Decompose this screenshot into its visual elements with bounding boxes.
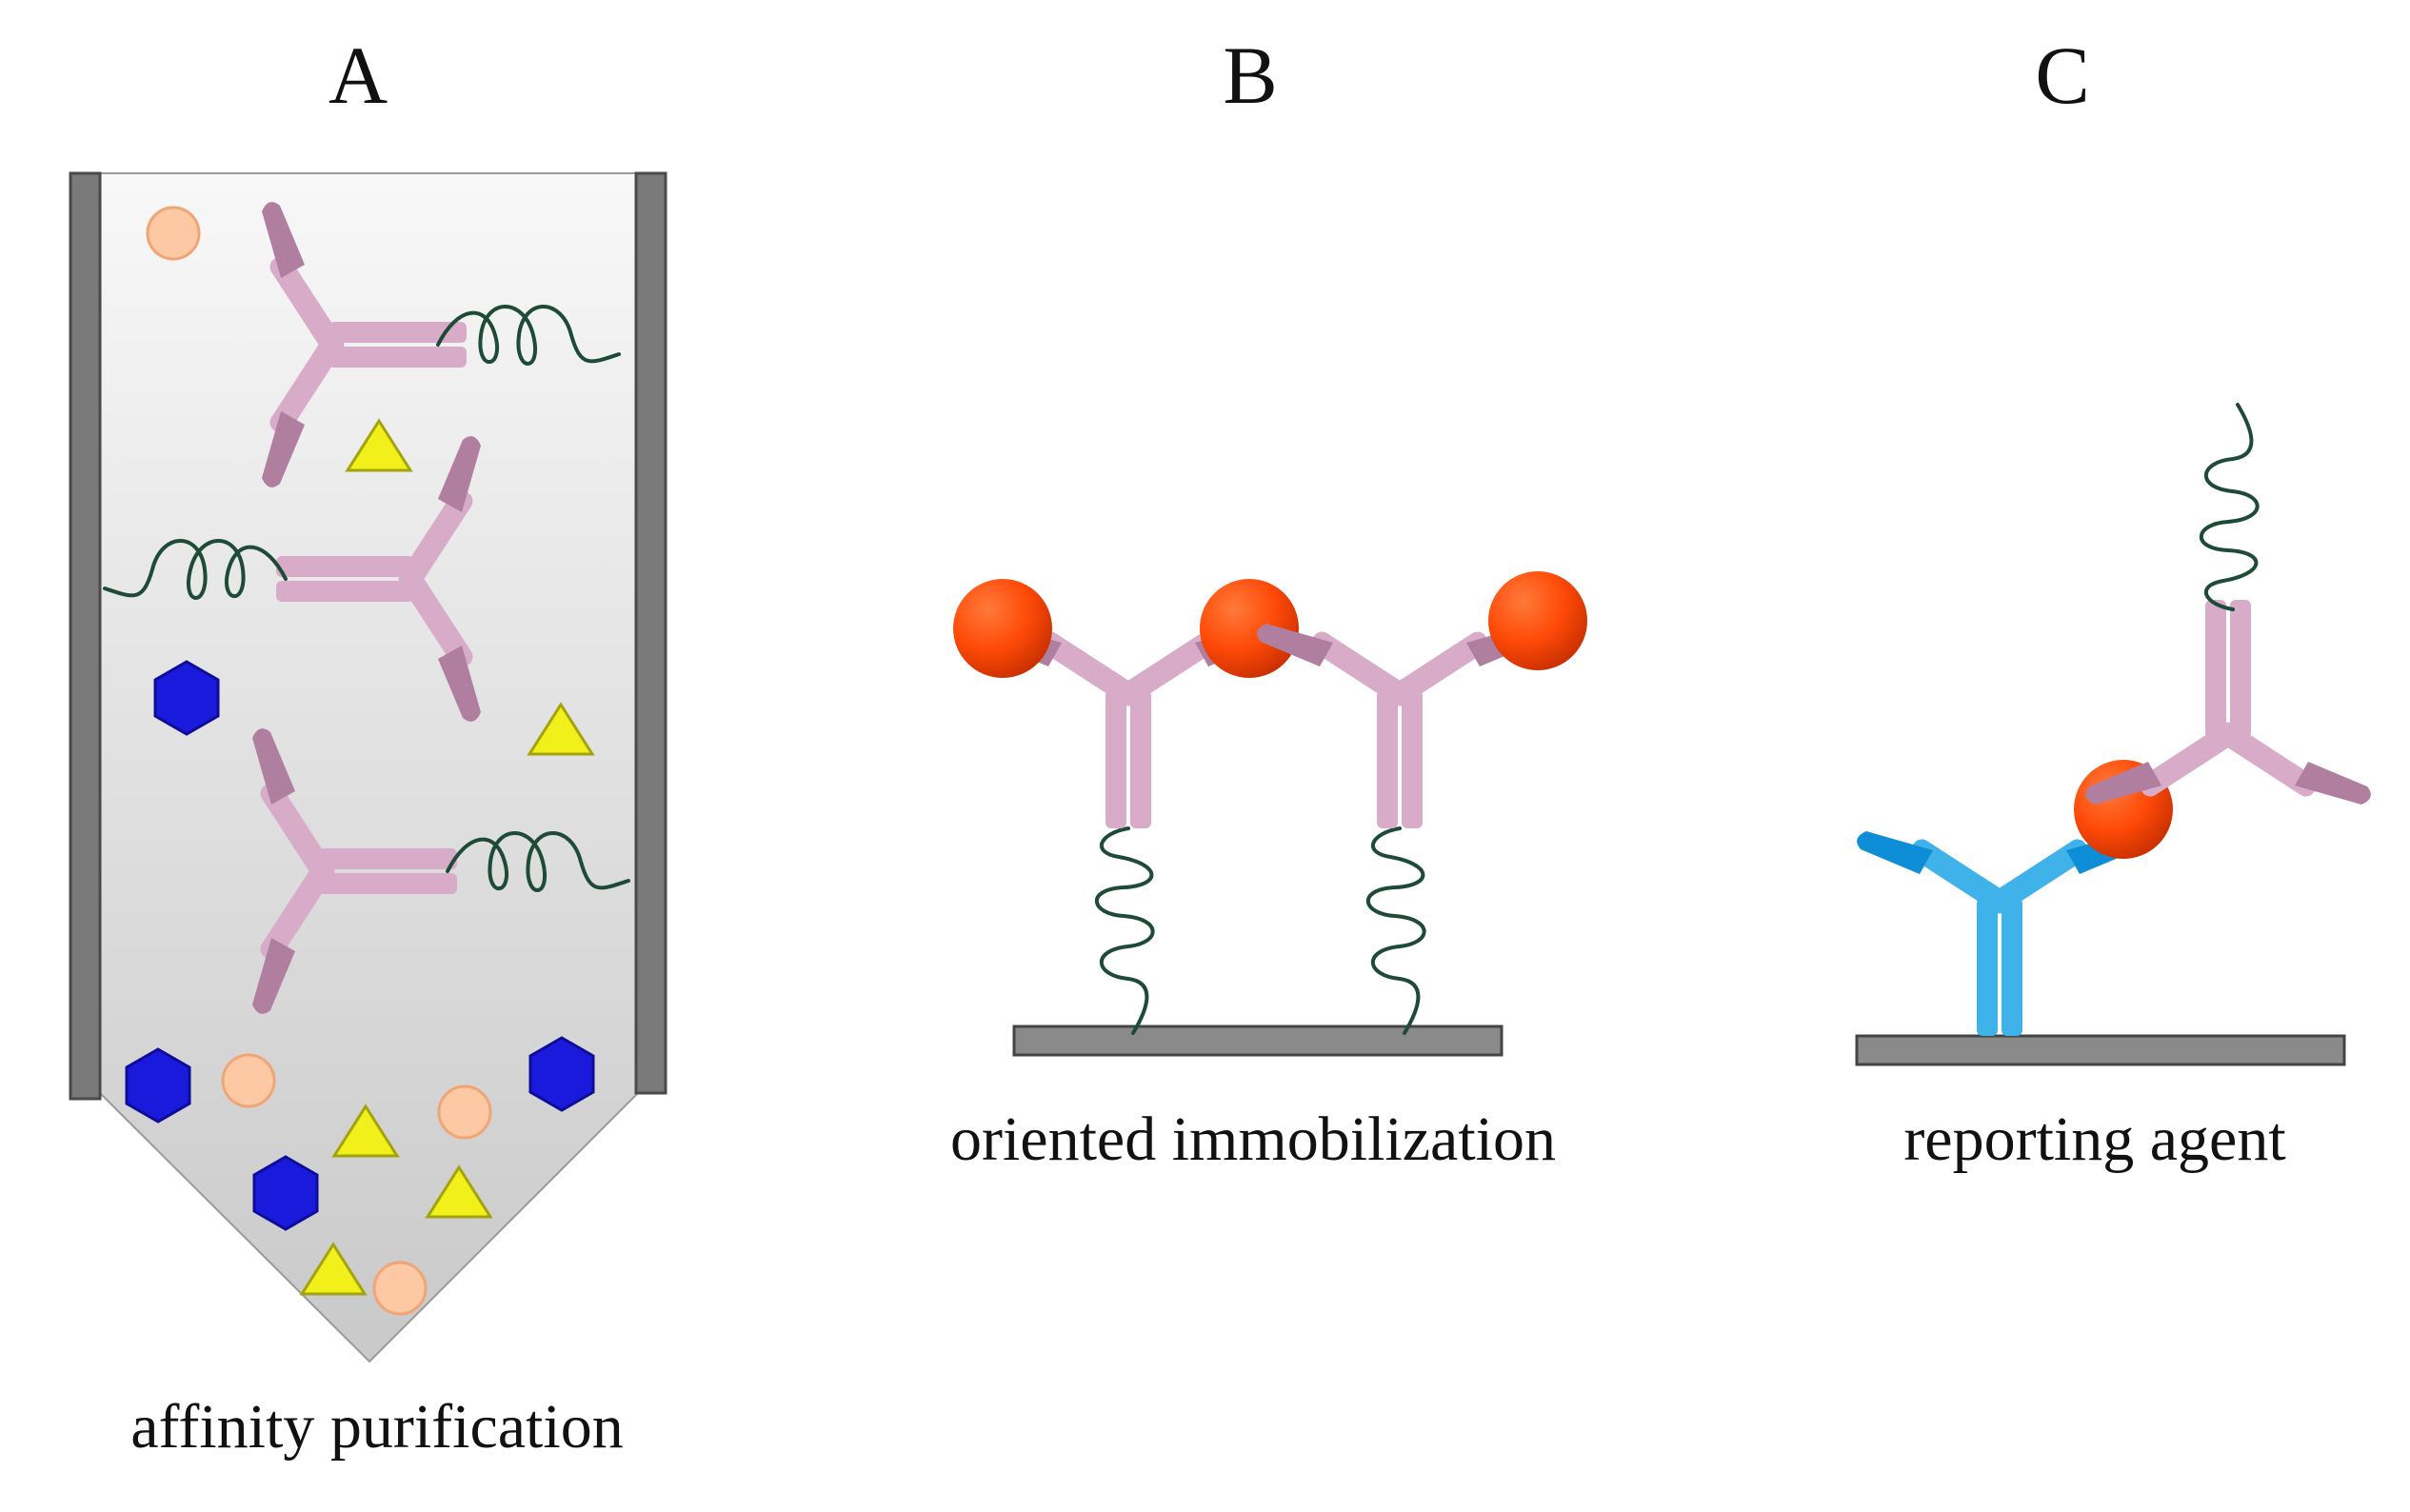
target-sphere-icon: [1200, 579, 1299, 678]
antibody-icon: [1857, 831, 2142, 1036]
target-sphere-icon: [953, 579, 1052, 678]
antibody-icon: [2085, 600, 2371, 805]
aptamer-icon: [1365, 826, 1426, 1035]
surface-plate-icon: [1012, 1025, 1504, 1057]
surface-plate-icon: [1855, 1034, 2346, 1066]
aptamer-icon: [1094, 826, 1155, 1035]
circle-icon: [146, 206, 201, 261]
target-sphere-icon: [1488, 571, 1587, 670]
circle-icon: [221, 1053, 276, 1108]
panel-letter-c: C: [2035, 30, 2089, 121]
antibody-icon: [1257, 624, 1543, 828]
caption-affinity-purification: affinity purification: [130, 1392, 623, 1462]
panel-letter-a: A: [329, 30, 388, 121]
circle-icon: [372, 1261, 428, 1316]
caption-reporting-agent: reporting agent: [1903, 1104, 2285, 1174]
column-left-wall: [69, 171, 102, 1101]
circle-icon: [437, 1084, 492, 1140]
aptamer-icon: [2199, 403, 2260, 611]
column-right-wall: [634, 171, 667, 1095]
caption-oriented-immobilization: oriented immobilization: [950, 1104, 1556, 1174]
panel-letter-b: B: [1223, 30, 1277, 121]
